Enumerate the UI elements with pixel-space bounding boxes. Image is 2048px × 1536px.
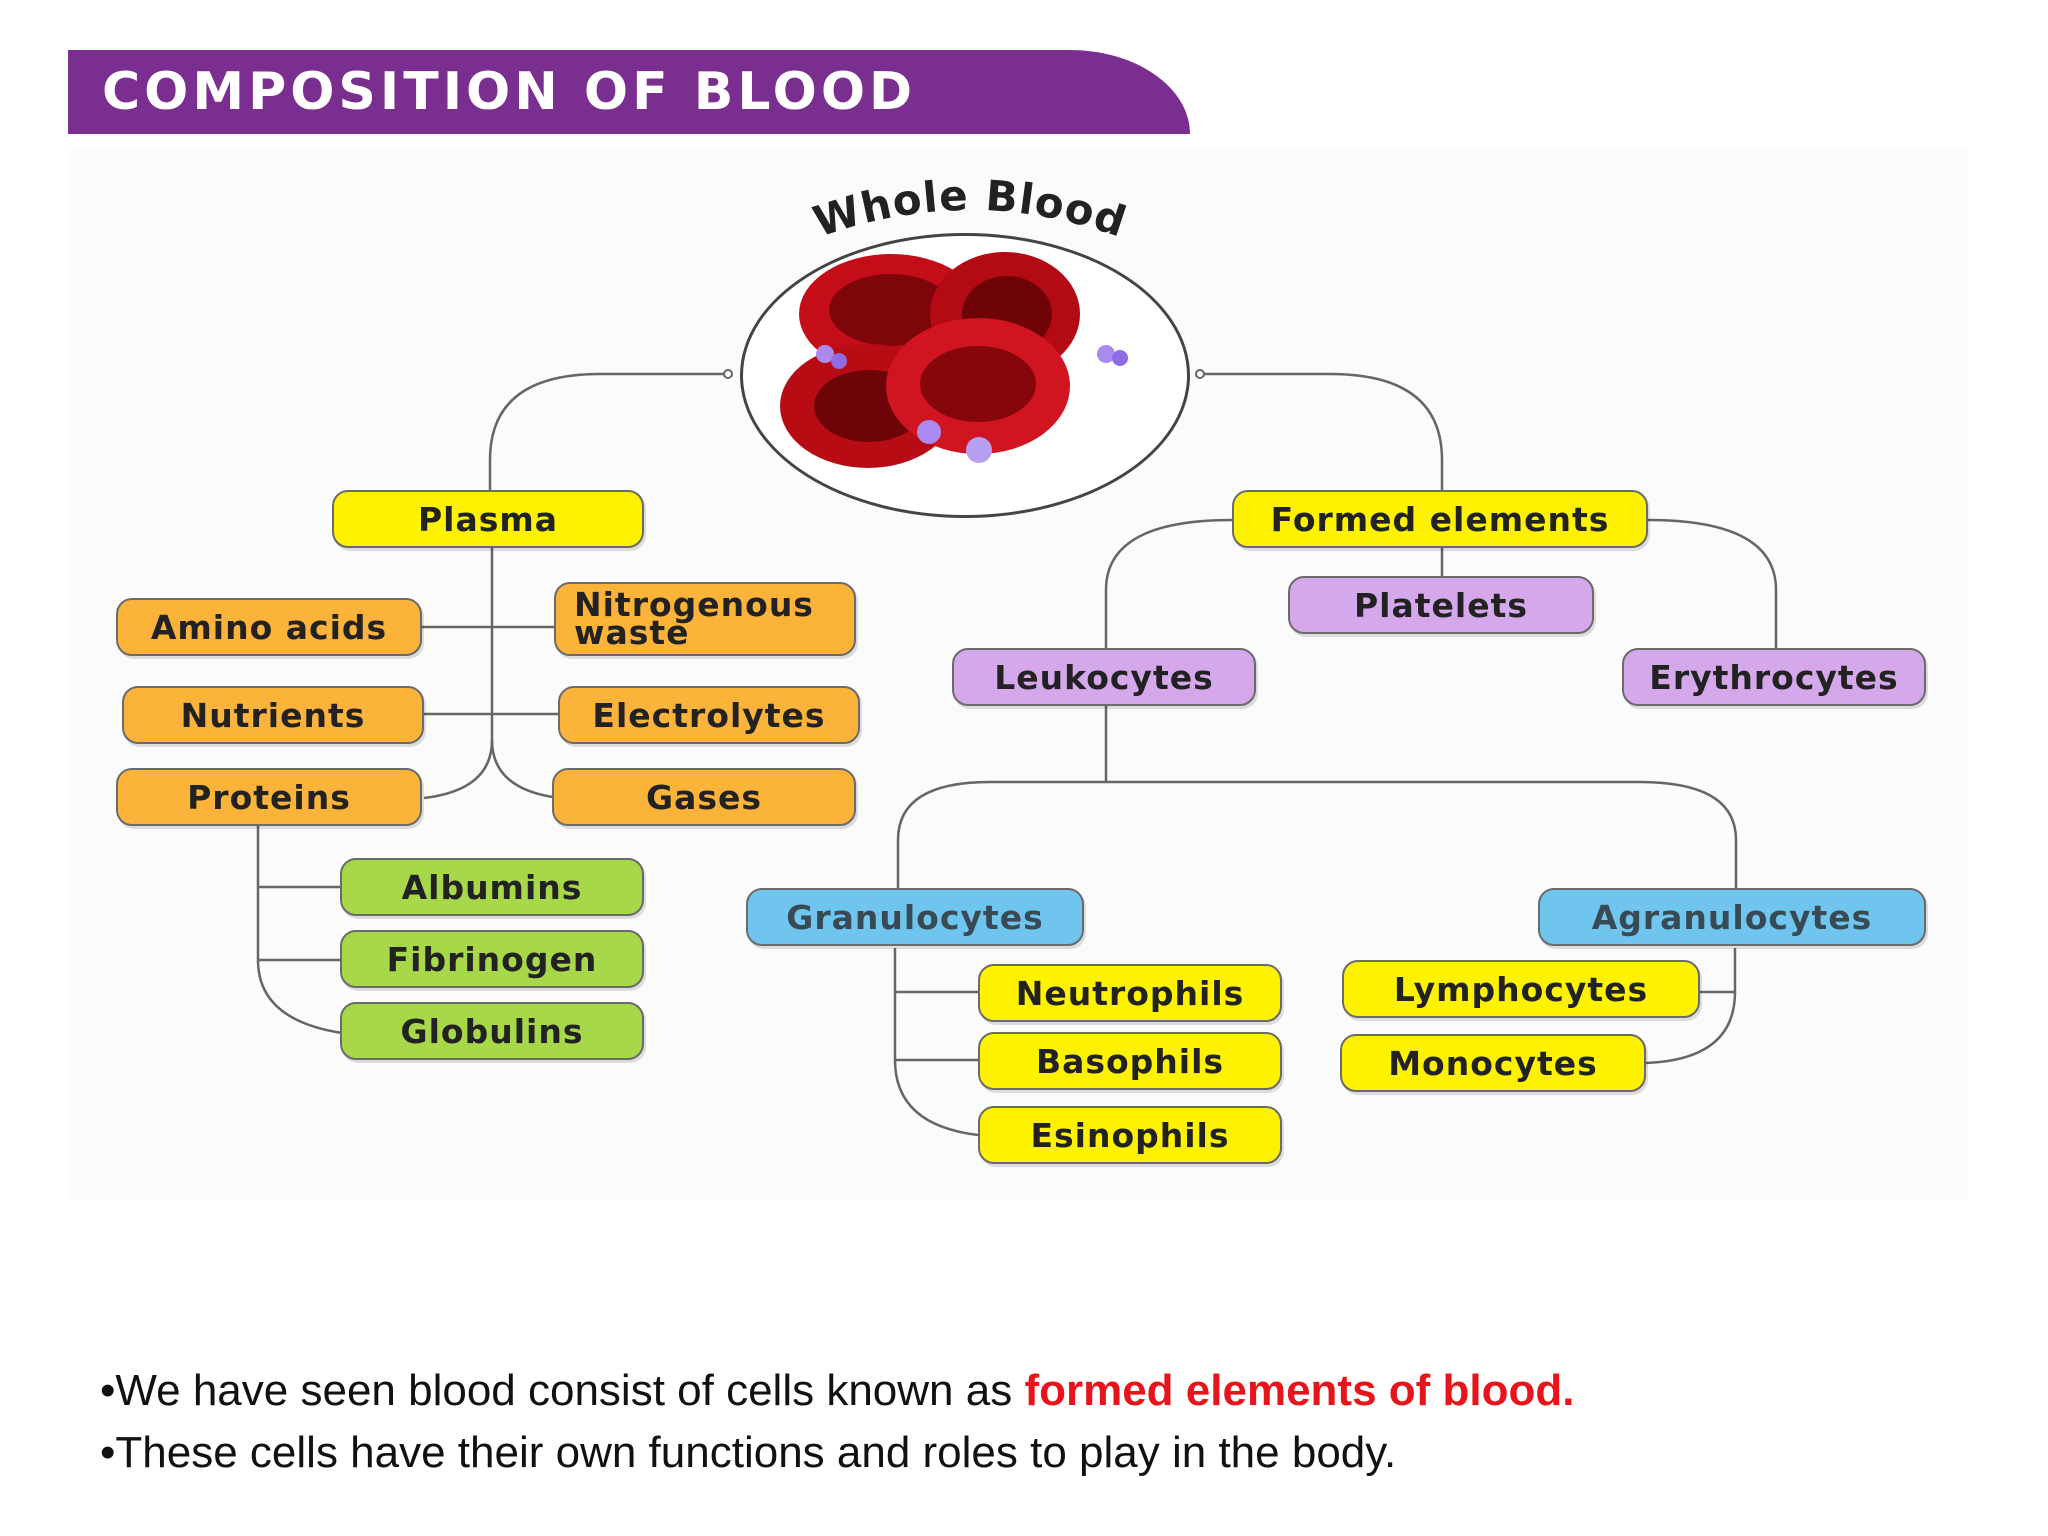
monocytes-node: Monocytes bbox=[1340, 1034, 1646, 1092]
esinophils-node: Esinophils bbox=[978, 1106, 1282, 1164]
esinophils-label: Esinophils bbox=[1030, 1115, 1230, 1155]
neutrophils-node: Neutrophils bbox=[978, 964, 1282, 1022]
fibrinogen-label: Fibrinogen bbox=[386, 939, 598, 979]
root-label-arc: Whole Blood bbox=[808, 171, 1133, 247]
nitrogenous-waste-node: Nitrogenous waste bbox=[554, 582, 856, 656]
basophils-node: Basophils bbox=[978, 1032, 1282, 1090]
basophils-label: Basophils bbox=[1035, 1041, 1225, 1081]
albumins-node: Albumins bbox=[340, 858, 644, 916]
page-title: COMPOSITION OF BLOOD bbox=[102, 62, 917, 122]
platelets-label: Platelets bbox=[1353, 585, 1529, 625]
proteins-label: Proteins bbox=[187, 777, 351, 817]
bullet-1-highlight: formed elements of blood. bbox=[1024, 1366, 1575, 1415]
erythrocytes-node: Erythrocytes bbox=[1622, 648, 1926, 706]
title-banner: COMPOSITION OF BLOOD bbox=[68, 50, 1190, 134]
agranulocytes-label: Agranulocytes bbox=[1591, 897, 1873, 937]
leukocytes-node: Leukocytes bbox=[952, 648, 1256, 706]
electrolytes-label: Electrolytes bbox=[592, 695, 826, 735]
neutrophils-label: Neutrophils bbox=[1015, 973, 1245, 1013]
fibrinogen-node: Fibrinogen bbox=[340, 930, 644, 988]
granulocytes-node: Granulocytes bbox=[746, 888, 1084, 946]
nutrients-label: Nutrients bbox=[180, 695, 366, 735]
bullet-list: •We have seen blood consist of cells kno… bbox=[100, 1360, 1574, 1484]
lymphocytes-node: Lymphocytes bbox=[1342, 960, 1700, 1018]
bullet-1: •We have seen blood consist of cells kno… bbox=[100, 1360, 1574, 1422]
albumins-label: Albumins bbox=[401, 867, 583, 907]
agranulocytes-node: Agranulocytes bbox=[1538, 888, 1926, 946]
electrolytes-node: Electrolytes bbox=[558, 686, 860, 744]
plasma-node: Plasma bbox=[332, 490, 644, 548]
monocytes-label: Monocytes bbox=[1388, 1043, 1598, 1083]
globulins-label: Globulins bbox=[400, 1011, 584, 1051]
formed-elements-label: Formed elements bbox=[1270, 499, 1610, 539]
formed-elements-node: Formed elements bbox=[1232, 490, 1648, 548]
bullet-2: •These cells have their own functions an… bbox=[100, 1428, 1397, 1477]
whole-blood-circle bbox=[740, 233, 1190, 518]
leukocytes-label: Leukocytes bbox=[994, 657, 1214, 697]
granulocytes-label: Granulocytes bbox=[786, 897, 1044, 937]
globulins-node: Globulins bbox=[340, 1002, 644, 1060]
root-label: Whole Blood bbox=[808, 171, 1133, 247]
amino-acids-label: Amino acids bbox=[150, 607, 388, 647]
platelets-node: Platelets bbox=[1288, 576, 1594, 634]
erythrocytes-label: Erythrocytes bbox=[1649, 657, 1899, 697]
nutrients-node: Nutrients bbox=[122, 686, 424, 744]
bullet-1-text: •We have seen blood consist of cells kno… bbox=[100, 1366, 1025, 1415]
plasma-label: Plasma bbox=[417, 499, 559, 539]
gases-node: Gases bbox=[552, 768, 856, 826]
amino-acids-node: Amino acids bbox=[116, 598, 422, 656]
gases-label: Gases bbox=[645, 777, 763, 817]
nitrogenous-waste-label: Nitrogenous waste bbox=[574, 585, 814, 652]
proteins-node: Proteins bbox=[116, 768, 422, 826]
lymphocytes-label: Lymphocytes bbox=[1393, 969, 1649, 1009]
blood-cells-illustration bbox=[780, 252, 1128, 468]
